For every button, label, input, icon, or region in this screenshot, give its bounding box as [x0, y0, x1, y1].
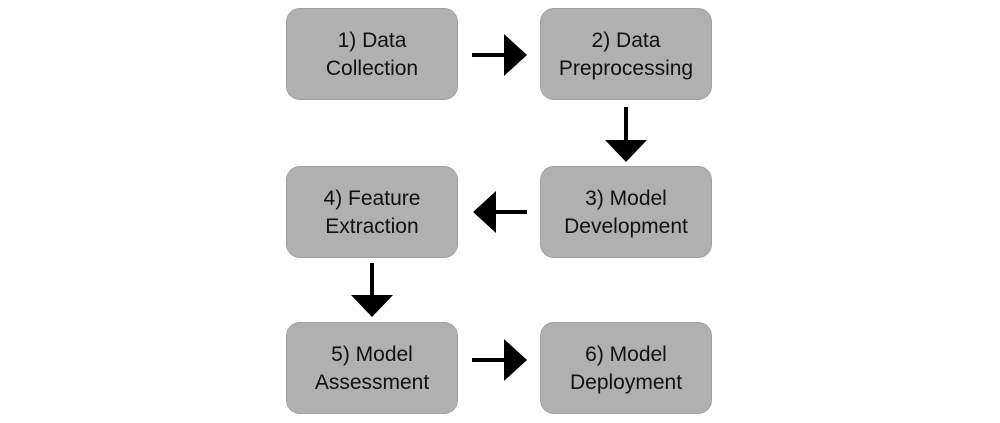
arrow-down-icon [605, 107, 647, 162]
step-label: 2) Data Preprocessing [558, 29, 694, 80]
step-label: 4) Feature Extraction [323, 187, 421, 238]
step-label: 6) Model Deployment [569, 343, 683, 394]
step-label: 1) Data Collection [325, 29, 419, 80]
step-model-development: 3) Model Development [540, 166, 712, 258]
step-model-deployment: 6) Model Deployment [540, 322, 712, 414]
arrow-right-icon [472, 34, 527, 76]
step-model-assessment: 5) Model Assessment [286, 322, 458, 414]
step-data-collection: 1) Data Collection [286, 8, 458, 100]
step-label: 3) Model Development [564, 187, 688, 238]
arrow-left-icon [473, 191, 527, 233]
arrow-right-icon [472, 339, 527, 381]
step-feature-extraction: 4) Feature Extraction [286, 166, 458, 258]
arrow-down-icon [351, 263, 393, 317]
step-label: 5) Model Assessment [314, 343, 430, 394]
step-data-preprocessing: 2) Data Preprocessing [540, 8, 712, 100]
